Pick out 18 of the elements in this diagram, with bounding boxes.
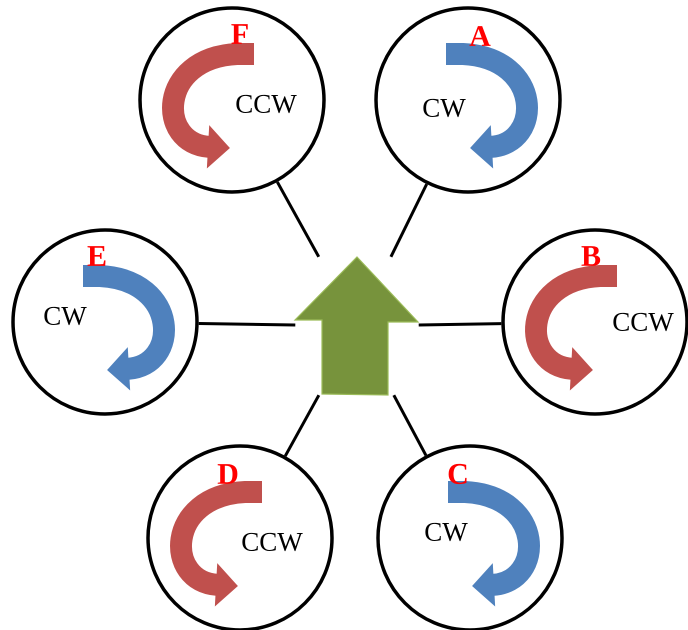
connector-line [284, 394, 320, 457]
rotor-letter: D [218, 464, 238, 484]
rotor-letter: A [469, 26, 491, 46]
rotation-label: CCW [613, 312, 674, 332]
rotation-label: CCW [236, 94, 297, 114]
rotation-label: CCW [242, 532, 303, 552]
rotor-letter: C [448, 464, 467, 484]
connector-line [392, 394, 428, 456]
connector-line [418, 322, 502, 326]
rotation-label: CW [425, 522, 468, 542]
rotation-label: CW [423, 98, 466, 118]
connector-line [276, 181, 320, 258]
rotor-letter: E [88, 246, 106, 266]
rotation-label: CW [44, 306, 87, 326]
rotor-letter: B [582, 246, 600, 266]
connector-line [390, 183, 428, 258]
connector-line [198, 322, 296, 327]
rotor-letter: F [231, 24, 248, 44]
